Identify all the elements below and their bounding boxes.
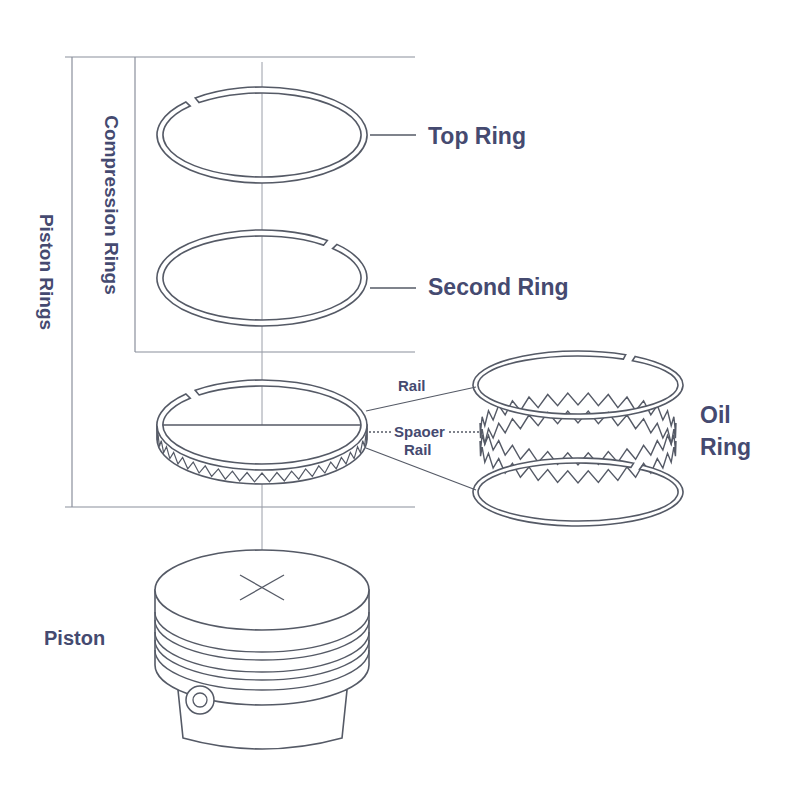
bracket-line xyxy=(65,56,415,57)
bottom-rail xyxy=(473,458,683,526)
oil-ring xyxy=(157,380,367,470)
part-label: Rail xyxy=(398,377,426,395)
part-label: Spaoer xyxy=(391,423,448,441)
part-label: Rail xyxy=(404,441,432,459)
part-label: Oil Ring xyxy=(700,399,770,463)
crown-mark xyxy=(240,575,284,600)
ring-groove xyxy=(155,632,369,672)
spacer-zigzag xyxy=(480,411,676,483)
piston-crown xyxy=(155,550,369,630)
bracket-lines xyxy=(65,57,415,507)
part-label: Top Ring xyxy=(428,123,526,151)
section-label: Compression Rings xyxy=(100,115,123,294)
leader-line xyxy=(370,134,416,135)
pin-boss xyxy=(186,686,214,714)
crown-mark xyxy=(240,575,284,600)
ring-groove xyxy=(155,650,369,690)
bracket-line xyxy=(65,506,415,507)
part-label: Second Ring xyxy=(428,274,569,302)
top-rail xyxy=(473,351,683,419)
spacer-zigzag xyxy=(480,393,676,465)
leader-line xyxy=(370,287,416,288)
pin-hole xyxy=(193,693,207,707)
ring-groove xyxy=(155,640,369,680)
second-ring xyxy=(157,230,367,326)
bracket-line xyxy=(71,57,72,507)
top-ring xyxy=(157,87,367,183)
bracket-line xyxy=(134,57,135,352)
bracket-line xyxy=(135,351,415,352)
center-axis xyxy=(262,62,263,572)
section-label: Piston Rings xyxy=(35,214,58,330)
piston-drawing xyxy=(155,550,369,749)
part-label: Piston xyxy=(44,626,105,650)
